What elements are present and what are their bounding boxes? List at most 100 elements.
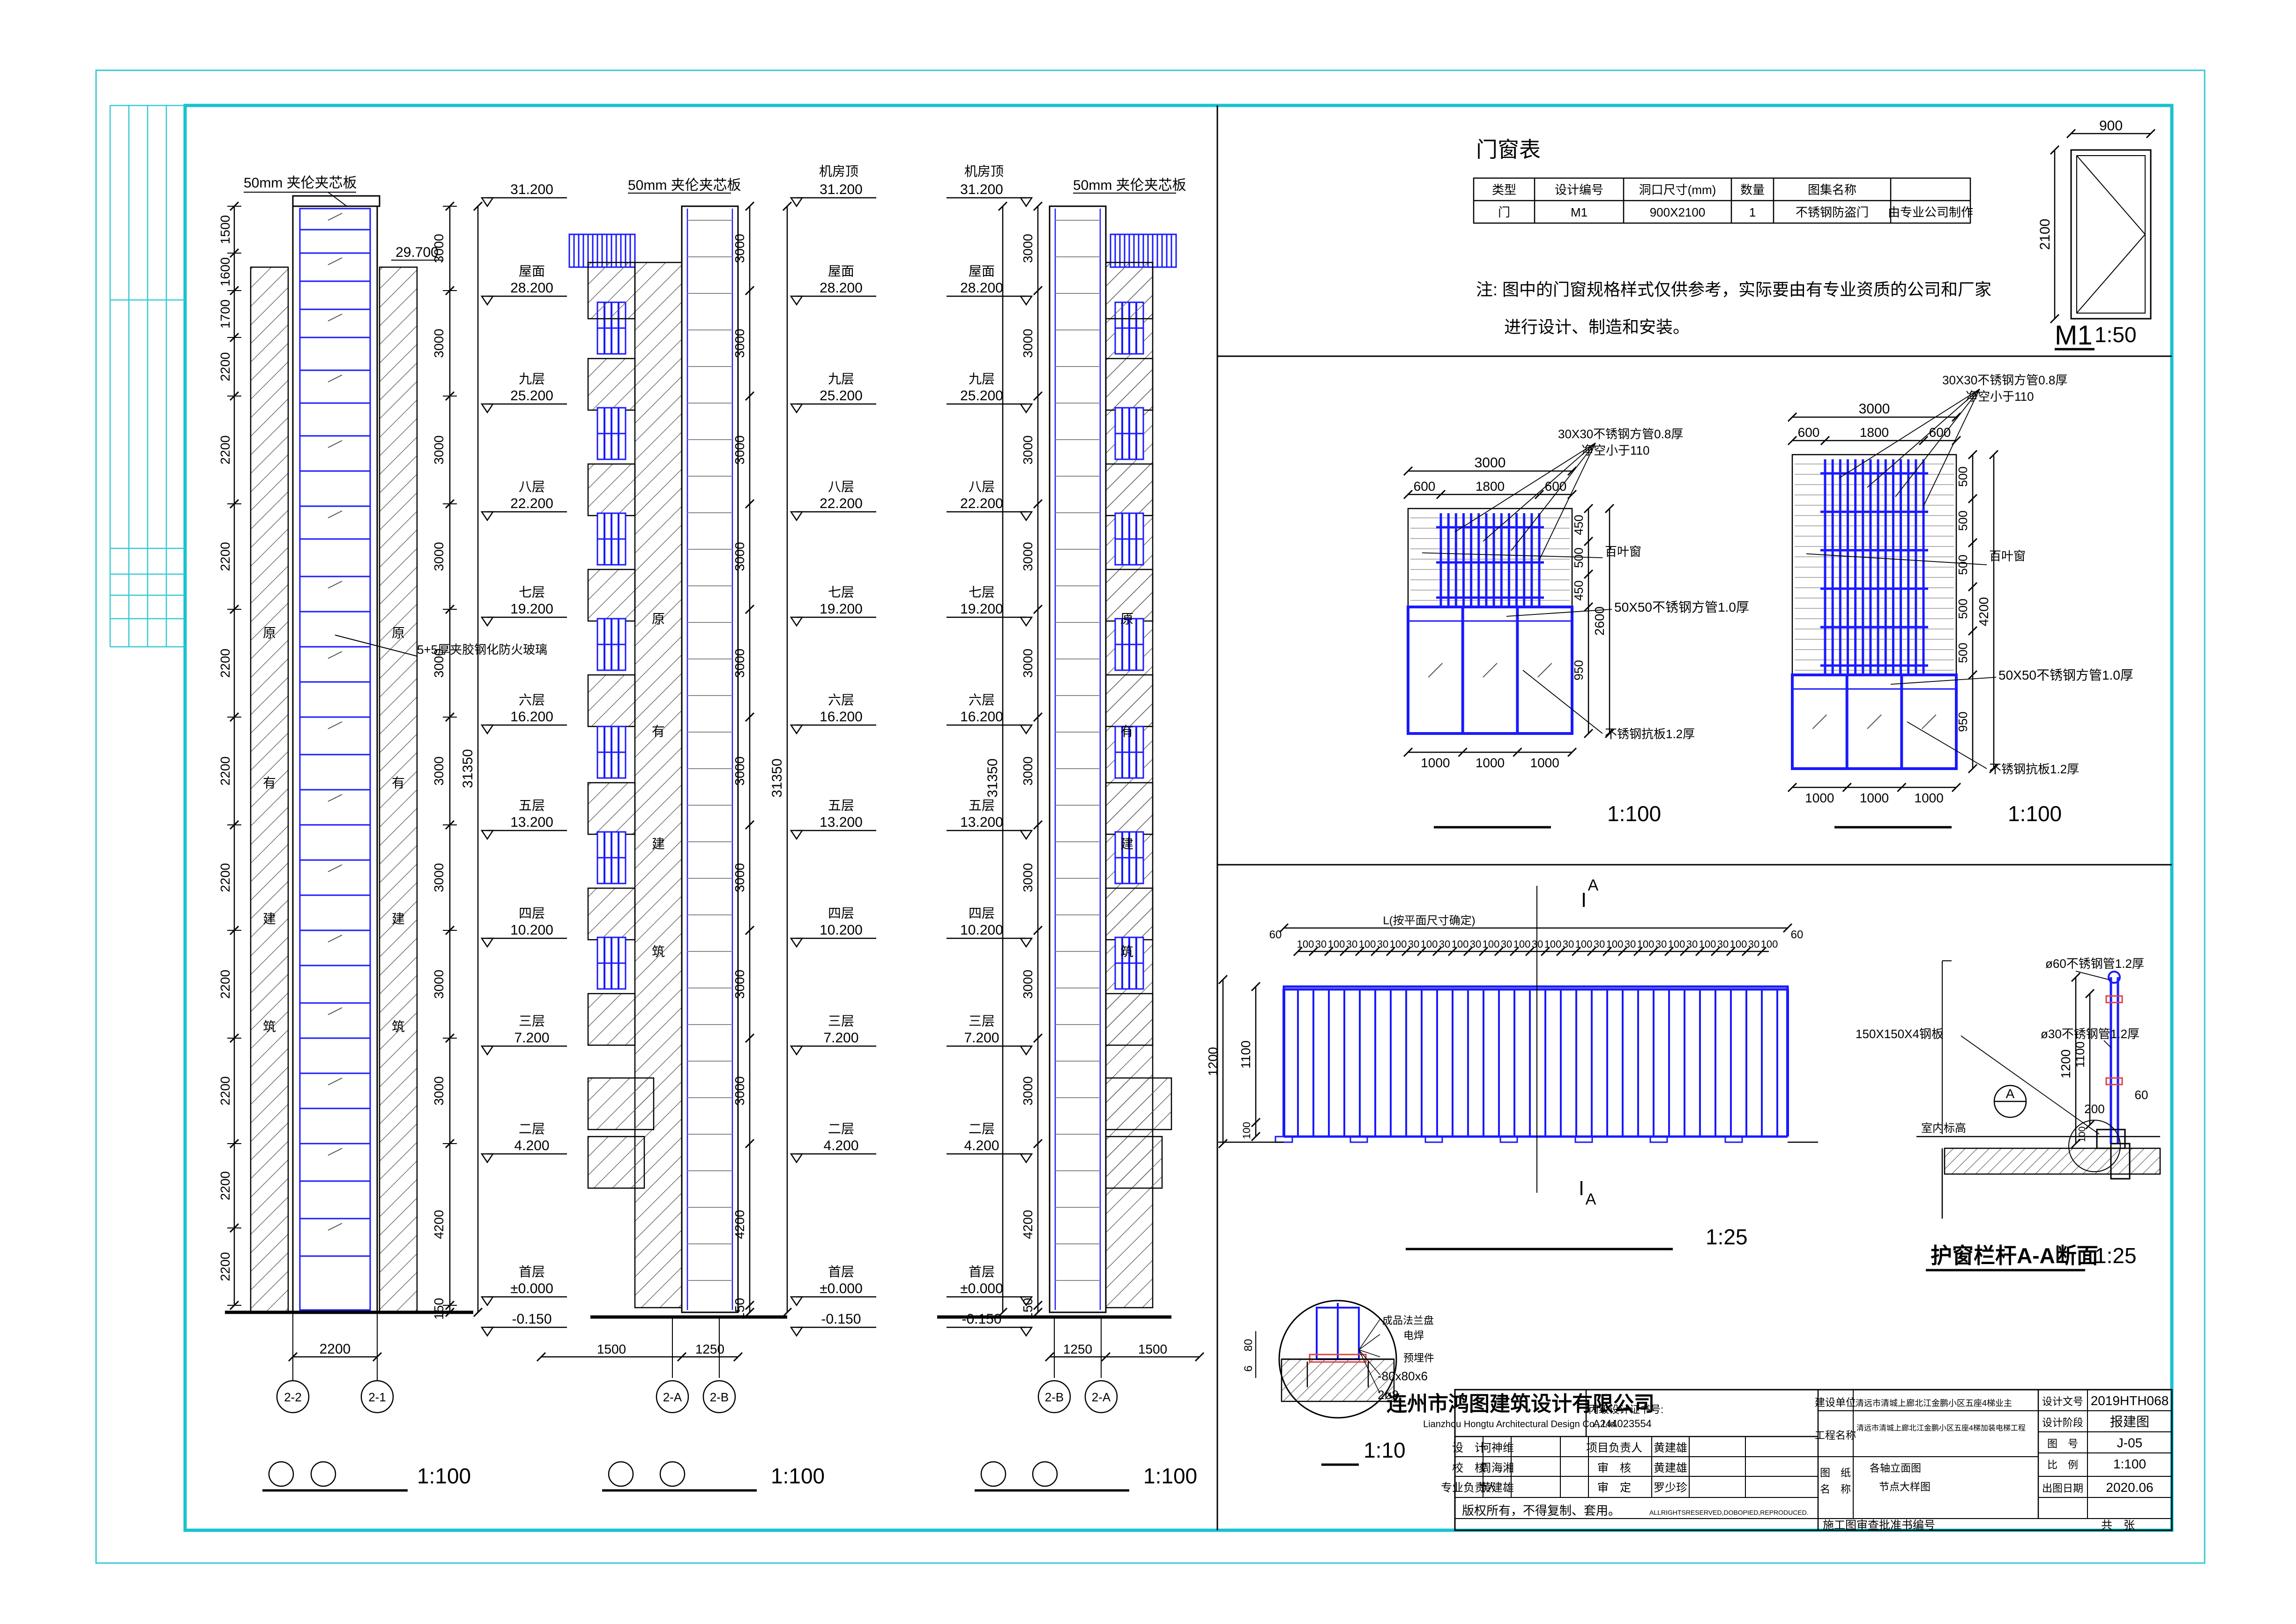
- leader: [1890, 677, 1997, 685]
- upper-slab: [1105, 262, 1154, 320]
- dim-tick: [536, 1352, 546, 1362]
- dim-tick: [1033, 499, 1043, 509]
- note: 30X30不锈钢方管0.8厚: [1558, 427, 1683, 441]
- dim-text: 1500: [1138, 1342, 1167, 1356]
- dim-text: 2200: [218, 756, 232, 786]
- dim-text: L(按平面尺寸确定): [1383, 914, 1475, 927]
- dim-tick: [2050, 314, 2060, 324]
- dim-tick: [1726, 946, 1736, 957]
- dim-tick: [1648, 946, 1659, 957]
- dim-text: 3000: [432, 863, 446, 892]
- dim-tick: [1279, 923, 1289, 933]
- dim-tick: [1494, 946, 1504, 957]
- dim-text: 60: [1791, 928, 1804, 941]
- role-label: 设 计: [1452, 1442, 1486, 1454]
- dim-text: 600: [1798, 425, 1820, 440]
- level-triangle: [1019, 616, 1033, 627]
- dim-tick: [1567, 747, 1577, 757]
- level-elevation: ±0.000: [510, 1281, 553, 1296]
- level-elevation: 7.200: [964, 1030, 999, 1046]
- dim-tick: [1509, 946, 1520, 957]
- dim-tick: [733, 1352, 743, 1362]
- level-name: 二层: [828, 1122, 854, 1136]
- level-elevation: 10.200: [820, 922, 863, 938]
- level-elevation: 13.200: [510, 815, 553, 830]
- level-elevation: 25.200: [510, 388, 553, 404]
- dim-text: 30: [1470, 938, 1481, 950]
- shaft-frame: [299, 208, 371, 1311]
- dim-text: 80: [1242, 1339, 1255, 1352]
- level-elevation: 16.200: [510, 709, 553, 725]
- dim-text: 2200: [218, 1252, 232, 1281]
- level-name: 七层: [969, 585, 995, 599]
- embed-plate: [2096, 1129, 2126, 1149]
- dim-text: 3000: [732, 435, 747, 464]
- elevation-2-2-2-1: 1500160017002200220022002200220022002200…: [218, 175, 567, 1492]
- dim-text: 3000: [1859, 401, 1890, 417]
- balcony-slab: [587, 887, 636, 941]
- cert-number: A244023554: [1593, 1418, 1652, 1429]
- balcony-slab: [1105, 674, 1154, 727]
- existing-building-text: 有: [392, 776, 405, 790]
- role-name: 黄建雄: [1654, 1442, 1687, 1454]
- note: 百叶窗: [1989, 549, 2026, 563]
- existing-building-text: 有: [652, 724, 665, 739]
- field-label: 图 号: [2047, 1438, 2078, 1450]
- dim-tick: [677, 1352, 687, 1362]
- dim-text: 2100: [2037, 219, 2053, 250]
- door-leaf: [2076, 155, 2146, 314]
- dim-text: 900: [2099, 118, 2123, 134]
- dim-tick: [998, 1307, 1008, 1317]
- glass-mark: [1428, 663, 1443, 678]
- balcony-slab: [1105, 358, 1154, 411]
- level-elevation: 29.700: [395, 245, 439, 260]
- dim-text: 1800: [1860, 425, 1889, 440]
- detail-bubble-label: A: [2006, 1086, 2015, 1101]
- dim-text: 500: [1572, 547, 1586, 568]
- dim-text: 3000: [732, 1076, 747, 1105]
- level-name: 二层: [969, 1122, 995, 1136]
- axis-label: 2-B: [1045, 1390, 1064, 1404]
- level-triangle: [1019, 511, 1033, 522]
- existing-building-text: 建: [263, 912, 276, 926]
- scale-text: 1:100: [771, 1464, 825, 1488]
- existing-building-text: 筑: [652, 944, 665, 959]
- dim-text: 30: [1594, 938, 1605, 950]
- dim-total: 31350: [460, 749, 476, 788]
- dim-tick: [1633, 946, 1643, 957]
- level-name: 四层: [969, 906, 995, 921]
- level-triangle: [790, 511, 804, 522]
- dim-tick: [1571, 946, 1581, 957]
- shaft-outline: [681, 205, 739, 1313]
- existing-building-text: 原: [1120, 612, 1133, 626]
- dim-text: 600: [1929, 425, 1951, 440]
- level-triangle: [790, 1153, 804, 1164]
- dim-tick: [2071, 972, 2081, 982]
- level-triangle: [480, 1153, 494, 1164]
- dim-tick: [745, 1033, 755, 1043]
- dim-text: 100: [1328, 938, 1345, 950]
- weld-mark: [2105, 1077, 2123, 1085]
- dim-text: 450: [1572, 515, 1586, 535]
- dim-text: 3000: [1021, 234, 1035, 263]
- railing-top-rail: [1282, 985, 1789, 991]
- level-elevation: 22.200: [960, 496, 1003, 511]
- dim-tick: [1033, 820, 1043, 830]
- dim-tick: [1989, 763, 1999, 774]
- dim-tick: [1463, 946, 1473, 957]
- dim-tick: [782, 1307, 792, 1317]
- dim-tick: [1033, 1307, 1043, 1317]
- lower-slab: [587, 1136, 645, 1189]
- dim-tick: [1324, 946, 1334, 957]
- dim-text: 100: [2077, 1126, 2087, 1142]
- dim-tick: [1968, 449, 1978, 460]
- dim-tick: [1951, 412, 1961, 422]
- existing-building-text: 有: [1120, 724, 1133, 739]
- door-frame: [2070, 149, 2152, 320]
- glass-hatch: [328, 1223, 343, 1231]
- dim-text: 1000: [1530, 756, 1559, 770]
- dim-tick: [2085, 1120, 2095, 1130]
- level-triangle: [1019, 1045, 1033, 1056]
- level-elevation: 13.200: [960, 815, 1003, 830]
